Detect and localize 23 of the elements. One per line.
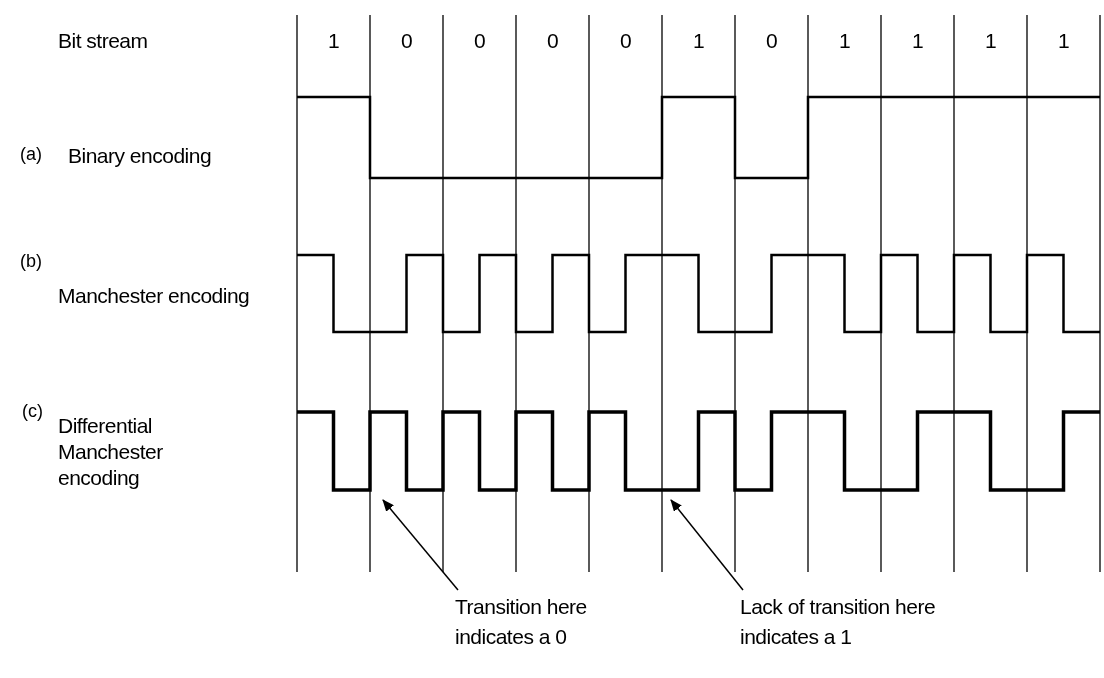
row-tag: (b) [20, 250, 42, 272]
row-label: Differential Manchester encoding [58, 413, 164, 491]
bit-value: 0 [472, 28, 487, 54]
bit-value: 1 [983, 28, 998, 54]
bit-value: 1 [1056, 28, 1071, 54]
arrow [382, 499, 459, 591]
differential-manchester-waveform [297, 410, 1100, 492]
row-label: Binary encoding [68, 143, 213, 169]
bit-value: 0 [545, 28, 560, 54]
row-label: Manchester encoding [58, 283, 251, 309]
row-tag: (a) [20, 143, 42, 165]
bit-value: 1 [837, 28, 852, 54]
row-tag: (c) [22, 400, 43, 422]
bit-value: 0 [618, 28, 633, 54]
bit-value: 0 [399, 28, 414, 54]
annotation-text: Transition here indicates a 0 [455, 592, 655, 652]
annotation-text: Lack of transition here indicates a 1 [740, 592, 1000, 652]
bit-value: 0 [764, 28, 779, 54]
bit-value: 1 [910, 28, 925, 54]
row-heading: Bit stream [58, 28, 148, 54]
bit-value: 1 [326, 28, 341, 54]
arrow [670, 499, 744, 591]
bit-value: 1 [691, 28, 706, 54]
